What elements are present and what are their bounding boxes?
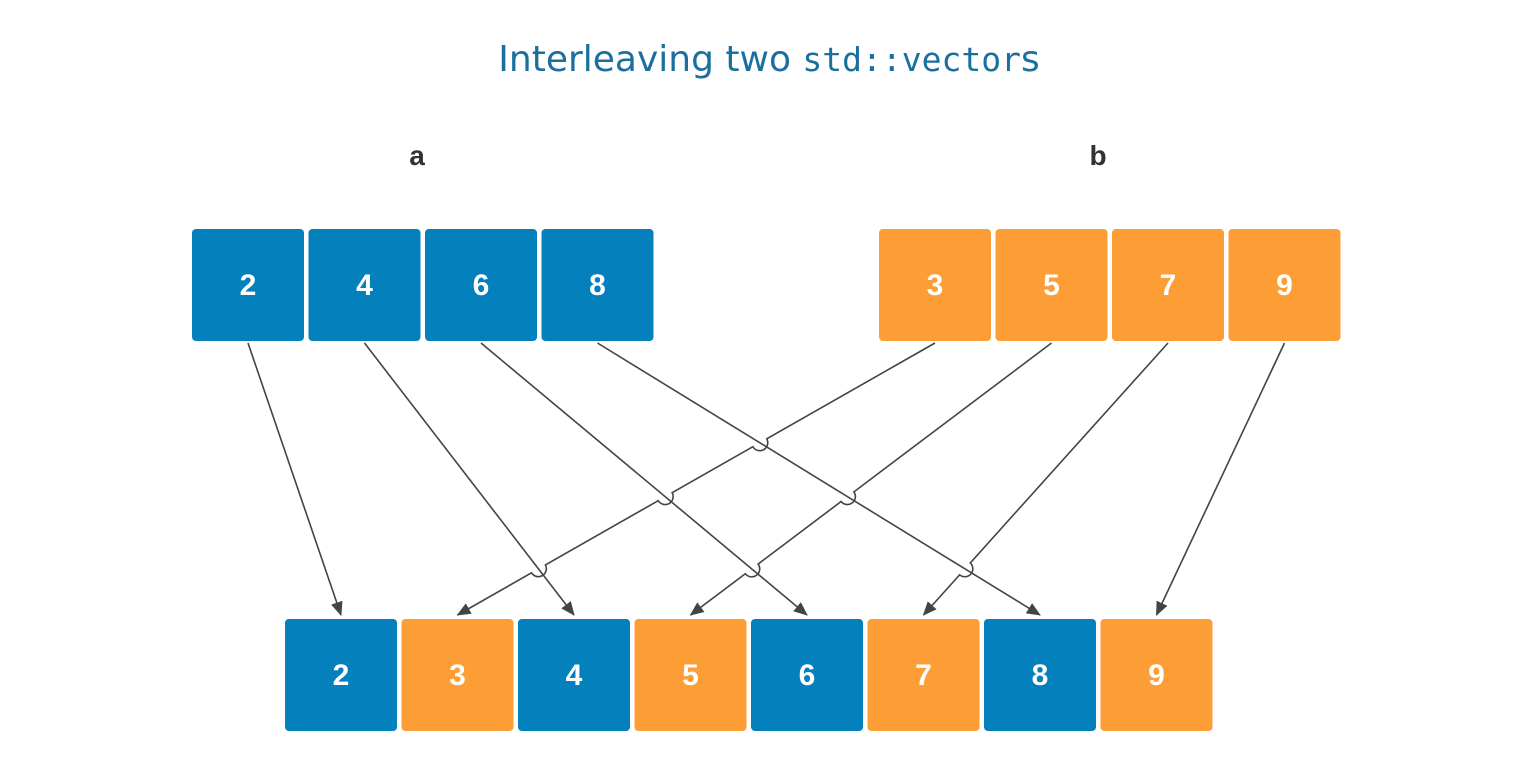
vector-a-cell-1-box: [308, 229, 421, 341]
vector-a-cell-2: 6: [425, 229, 537, 341]
vector-b-cell-3-value: 9: [1276, 269, 1293, 302]
vector-a-cell-3-value: 8: [589, 269, 606, 302]
vector-b-cell-0-value: 3: [927, 269, 944, 302]
vector-a-cell-2-value: 6: [473, 269, 490, 302]
result-cell-3: 5: [634, 619, 747, 731]
result-cell-3-value: 5: [682, 659, 699, 692]
vector-b-cell-0: 3: [879, 229, 991, 341]
result-cell-5: 7: [867, 619, 980, 731]
arrows-layer: [247, 342, 1286, 616]
result-cell-7: 9: [1100, 619, 1213, 731]
vector-b-cell-0-box: [879, 229, 991, 341]
vector-a-cell-1: 4: [308, 229, 421, 341]
result-cell-2-box: [518, 619, 630, 731]
vector-a-cell-1-value: 4: [356, 269, 373, 302]
result-cell-0-value: 2: [333, 659, 350, 692]
vector-b-cell-2-value: 7: [1160, 269, 1177, 302]
arrow-b-to-result-3: [689, 342, 1052, 616]
result-cell-2: 4: [518, 619, 630, 731]
arrow-a-to-result-4: [480, 342, 808, 616]
vector-b-cell-3-box: [1228, 229, 1341, 341]
vector-b-cell-1-box: [995, 229, 1108, 341]
result-cell-2-value: 4: [566, 659, 583, 692]
result-cell-1-box: [401, 619, 514, 731]
result-cell-7-box: [1100, 619, 1213, 731]
vector-b-label: b: [1089, 140, 1107, 171]
vector-a-cell-0-value: 2: [240, 269, 257, 302]
result-cell-0-box: [285, 619, 397, 731]
arrow-a-to-result-0: [247, 342, 343, 616]
vector-a-cell-3: 8: [541, 229, 654, 341]
title-prefix: Interleaving two: [498, 39, 803, 80]
vector-b-cell-1-value: 5: [1043, 269, 1060, 302]
result-cell-6: 8: [984, 619, 1096, 731]
arrow-a-to-result-6: [597, 342, 1041, 616]
vector-a-cell-3-box: [541, 229, 654, 341]
page-title: Interleaving two std::vectors: [0, 36, 1538, 84]
arrow-b-to-result-5: [922, 342, 1169, 616]
vector-a-cell-0-box: [192, 229, 304, 341]
vector-a-label: a: [409, 140, 425, 171]
cells-layer: 2 4 6 8 3 5 7 9 2 3 4 5 6 7 8 9: [192, 229, 1341, 731]
title-suffix: s: [1020, 39, 1040, 80]
vector-b-cell-2: 7: [1112, 229, 1224, 341]
vector-b-cell-3: 9: [1228, 229, 1341, 341]
title-code: std::vector: [802, 40, 1021, 79]
arrow-b-to-result-7: [1155, 342, 1286, 616]
vector-b-cell-2-box: [1112, 229, 1224, 341]
result-cell-4-value: 6: [799, 659, 816, 692]
result-cell-5-value: 7: [915, 659, 932, 692]
result-cell-3-box: [634, 619, 747, 731]
result-cell-7-value: 9: [1148, 659, 1165, 692]
arrow-b-to-result-1: [456, 342, 936, 616]
result-cell-4: 6: [751, 619, 863, 731]
vector-a-cell-2-box: [425, 229, 537, 341]
vector-a-cell-0: 2: [192, 229, 304, 341]
vector-b-cell-1: 5: [995, 229, 1108, 341]
result-cell-0: 2: [285, 619, 397, 731]
result-cell-6-box: [984, 619, 1096, 731]
result-cell-6-value: 8: [1032, 659, 1049, 692]
result-cell-1-value: 3: [449, 659, 466, 692]
arrow-a-to-result-2: [363, 342, 575, 616]
result-cell-5-box: [867, 619, 980, 731]
result-cell-4-box: [751, 619, 863, 731]
result-cell-1: 3: [401, 619, 514, 731]
